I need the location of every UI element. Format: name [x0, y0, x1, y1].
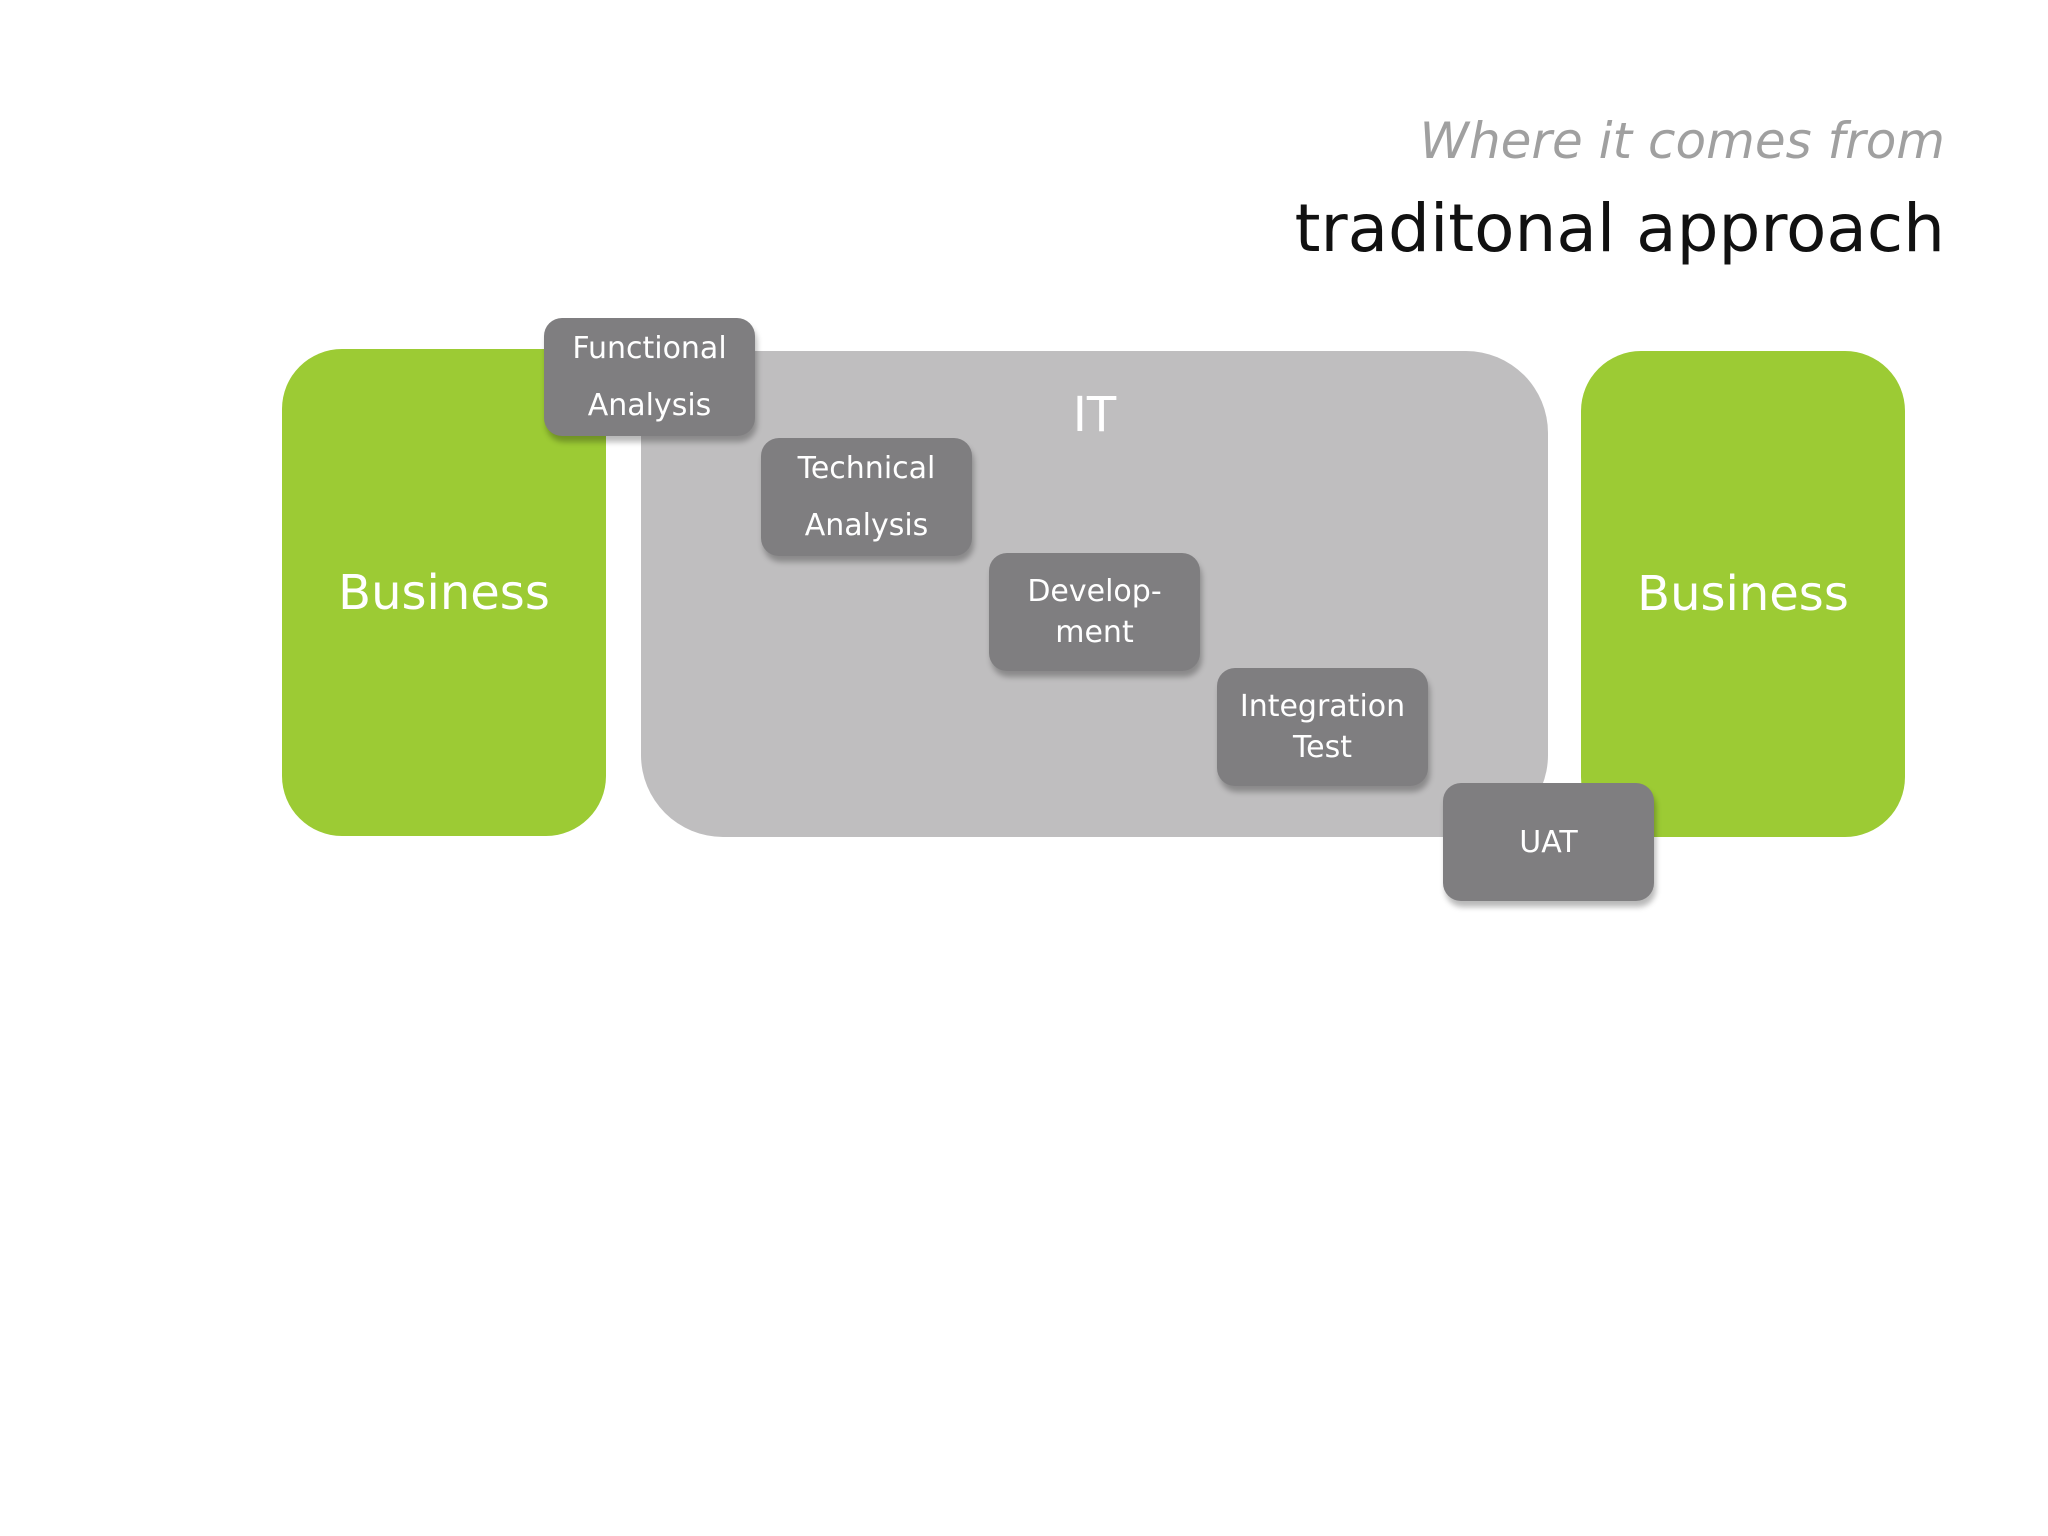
step-technical-analysis: Technical Analysis — [761, 438, 972, 556]
it-label: IT — [1072, 387, 1117, 443]
slide-title: traditonal approach — [1294, 190, 1945, 267]
step-uat: UAT — [1443, 783, 1654, 901]
step-label-line1: Functional — [572, 331, 727, 366]
step-label-line2: Test — [1292, 730, 1353, 765]
business-label-left: Business — [338, 564, 550, 621]
slide-subtitle: Where it comes from — [1419, 112, 1945, 170]
step-label-line2: Analysis — [804, 508, 929, 543]
step-label-line1: UAT — [1519, 824, 1578, 860]
business-label-right: Business — [1637, 566, 1849, 622]
business-block-right: Business — [1581, 351, 1905, 837]
step-label-line2: ment — [1055, 615, 1134, 650]
step-label-line1: Integration — [1239, 689, 1406, 724]
step-integration-test: Integration Test — [1217, 668, 1428, 786]
step-functional-analysis: Functional Analysis — [544, 318, 755, 436]
step-development: Develop- ment — [989, 553, 1200, 671]
step-label-line2: Analysis — [587, 388, 712, 423]
step-label-line1: Technical — [797, 451, 936, 486]
step-label-line1: Develop- — [1027, 574, 1162, 609]
